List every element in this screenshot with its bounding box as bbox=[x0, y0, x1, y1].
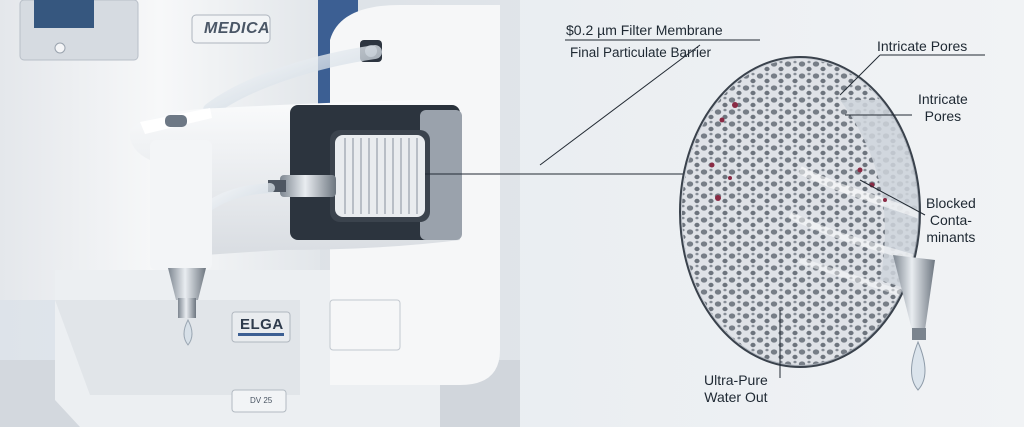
display-panel-icon bbox=[19, 0, 139, 61]
leader-blocked bbox=[859, 179, 926, 216]
callout-water: Ultra-Pure Water Out bbox=[704, 372, 768, 406]
callout-pores-2: Intricate Pores bbox=[918, 91, 968, 125]
filter-cartridge-icon bbox=[268, 105, 462, 240]
callout-blocked-line2: Conta- bbox=[929, 211, 972, 228]
callout-membrane-title: $0.2 µm Filter Membrane bbox=[566, 22, 723, 38]
model-plate-text: DV 25 bbox=[250, 396, 273, 405]
callout-blocked-line3: minants bbox=[926, 228, 976, 245]
water-stream-top bbox=[203, 45, 382, 117]
leader-pores-1 bbox=[839, 54, 881, 96]
callout-water-line2: Water Out bbox=[704, 388, 768, 405]
spout-drop bbox=[183, 318, 193, 346]
callout-blocked: Blocked Conta- minants bbox=[926, 195, 976, 245]
callout-blocked-line1: Blocked bbox=[926, 195, 976, 211]
brand-elga: ELGA bbox=[240, 316, 284, 333]
brand-plate-top bbox=[191, 14, 271, 44]
outlet-nozzle bbox=[893, 255, 935, 330]
membrane-magnifier bbox=[679, 56, 921, 368]
callout-pores-1: Intricate Pores bbox=[877, 38, 968, 54]
spout-nozzle bbox=[168, 268, 206, 300]
water-droplet-icon bbox=[911, 340, 926, 391]
leader-membrane bbox=[539, 44, 701, 166]
callout-pores-2-line2: Pores bbox=[924, 107, 962, 124]
callout-membrane-subtitle: Final Particulate Barrier bbox=[570, 45, 712, 60]
model-plate bbox=[231, 389, 287, 413]
callout-pores-2-line1: Intricate bbox=[918, 91, 968, 107]
spout-column bbox=[150, 140, 212, 270]
callout-water-line1: Ultra-Pure bbox=[704, 372, 768, 388]
brand-medica: MEDICA bbox=[204, 20, 271, 37]
